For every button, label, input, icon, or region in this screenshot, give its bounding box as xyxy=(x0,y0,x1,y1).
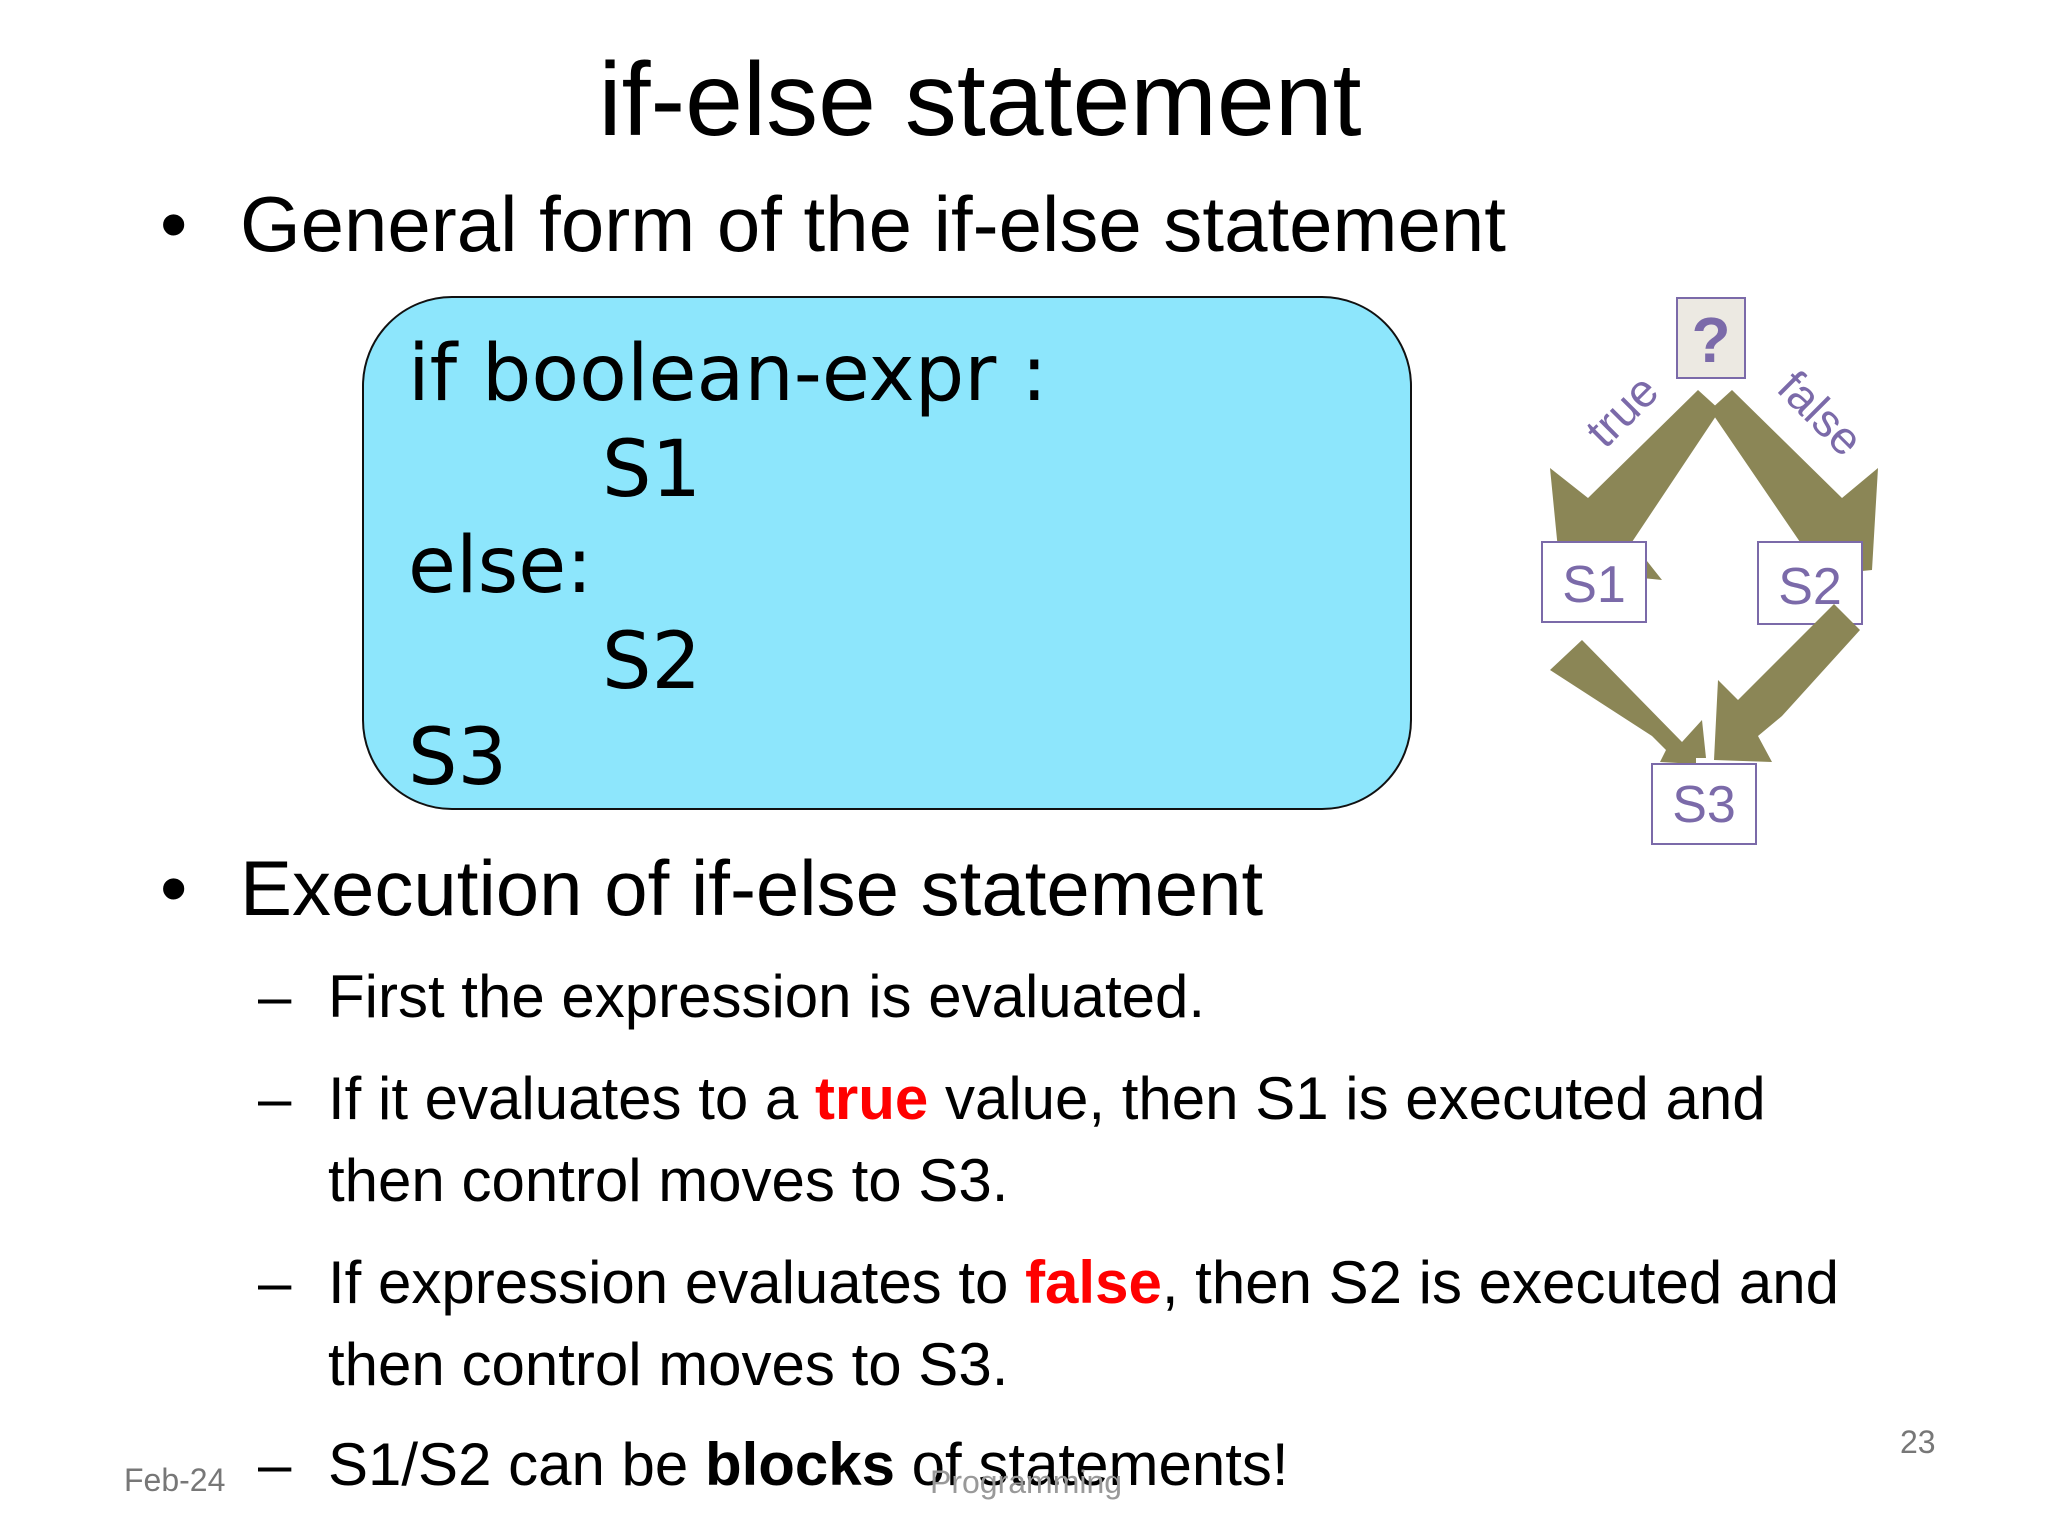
text-segment: If expression evaluates to xyxy=(328,1249,1026,1316)
s1-box xyxy=(1541,541,1647,623)
s3-box xyxy=(1651,763,1757,845)
if-else-flowchart: ? true false S1 S2 S3 xyxy=(1541,297,1878,845)
s2-box xyxy=(1757,541,1863,625)
sub-bullet-text: First the expression is evaluated. xyxy=(328,963,1206,1030)
sub-bullet-text: If it evaluates to a true value, then S1… xyxy=(328,1058,1898,1222)
s1-to-s3-arrow xyxy=(1550,640,1706,764)
true-keyword: true xyxy=(814,1065,929,1132)
sub-bullet-dash: – xyxy=(258,1249,292,1316)
question-mark-icon: ? xyxy=(1691,304,1730,376)
code-block: if boolean-expr : S1 else: S2 S3 xyxy=(362,296,1412,810)
sub-bullet-text: S1/S2 can be blocks of statements! xyxy=(328,1424,1898,1506)
s3-label: S3 xyxy=(1672,776,1736,834)
code-line-else: else: xyxy=(408,521,593,611)
text-segment: , then S2 is executed and then control m… xyxy=(328,1249,1839,1398)
s2-label: S2 xyxy=(1778,558,1842,616)
false-branch-arrow xyxy=(1710,390,1878,580)
s1-label: S1 xyxy=(1562,556,1626,614)
code-line-s1: S1 xyxy=(602,425,702,515)
text-segment: If it evaluates to a xyxy=(328,1065,815,1132)
footer-date: Feb-24 xyxy=(124,1462,226,1498)
bullet-dot: • xyxy=(160,844,188,932)
text-segment: value, then S1 is executed and then cont… xyxy=(328,1065,1766,1214)
bullet-text: General form of the if-else statement xyxy=(240,180,1506,268)
code-line-if: if boolean-expr : xyxy=(408,329,1048,419)
blocks-keyword: blocks xyxy=(704,1431,896,1498)
decision-box xyxy=(1676,297,1746,379)
code-line-s2: S2 xyxy=(602,617,702,707)
false-keyword: false xyxy=(1025,1249,1162,1316)
footer-course: Programming xyxy=(930,1464,1123,1500)
true-branch-arrow xyxy=(1550,390,1720,580)
code-line-s3: S3 xyxy=(408,713,508,803)
bullet-dot: • xyxy=(160,180,188,268)
slide-number: 23 xyxy=(1900,1424,1936,1460)
s2-to-s3-arrow xyxy=(1714,604,1860,762)
slide-title: if-else statement xyxy=(598,42,1362,158)
sub-bullet-text: If expression evaluates to false, then S… xyxy=(328,1242,1898,1406)
bullet-text: Execution of if-else statement xyxy=(240,844,1264,932)
sub-bullet-dash: – xyxy=(258,963,292,1030)
sub-bullet-dash: – xyxy=(258,1065,292,1132)
text-segment: S1/S2 can be xyxy=(328,1431,705,1498)
sub-bullet-dash: – xyxy=(258,1431,292,1498)
text-segment: of statements! xyxy=(895,1431,1289,1498)
